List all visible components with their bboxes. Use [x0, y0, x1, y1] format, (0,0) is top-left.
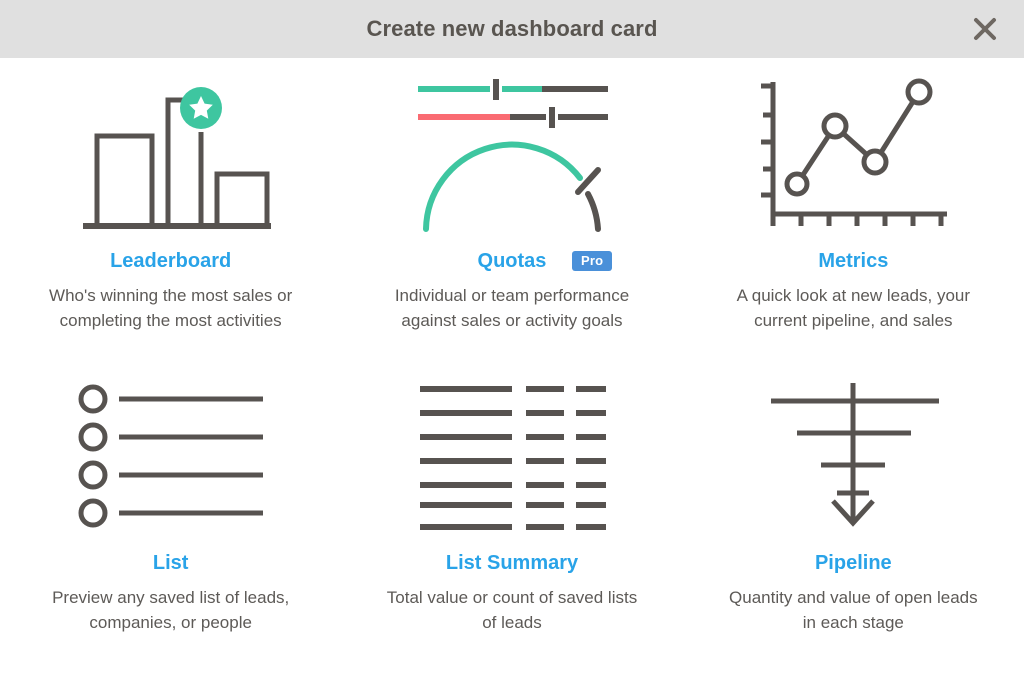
- list-icon-wrap: [71, 374, 271, 542]
- desc-line-2: in each stage: [802, 612, 904, 632]
- card-title-pipeline: Pipeline: [814, 551, 892, 574]
- desc-line-2: companies, or people: [89, 612, 252, 632]
- leaderboard-icon-wrap: [71, 72, 271, 240]
- desc-line-1: Quantity and value of open leads: [729, 588, 978, 607]
- modal-header: Create new dashboard card: [0, 0, 1024, 58]
- bar-chart-star-icon: [82, 86, 271, 229]
- line-chart-icon: [761, 78, 948, 226]
- funnel-arrow-head: [831, 499, 876, 527]
- quotas-icon-wrap: [412, 72, 612, 240]
- card-type-grid: Leaderboard Who's winning the most sales…: [0, 58, 1024, 676]
- card-option-metrics[interactable]: Metrics A quick look at new leads, your …: [683, 72, 1024, 374]
- gauge-needle: [574, 166, 601, 195]
- desc-line-1: Total value or count of saved lists: [386, 588, 638, 607]
- desc-line-1: Who's winning the most sales or: [49, 286, 293, 305]
- metrics-point-4: [905, 78, 933, 105]
- desc-line-1: Individual or team performance: [394, 286, 630, 305]
- table-grid-icon: [419, 386, 606, 530]
- metrics-point-2: [821, 112, 849, 139]
- funnel-arrow-icon: [771, 383, 940, 527]
- bulleted-list-icon: [78, 384, 263, 528]
- desc-line-2: current pipeline, and sales: [754, 310, 953, 330]
- list-summary-icon-wrap: [416, 374, 608, 542]
- pipeline-icon-wrap: [753, 374, 953, 542]
- desc-line-2: of leads: [482, 612, 542, 632]
- card-description-list: Preview any saved list of leads, compani…: [52, 586, 289, 635]
- card-title-list-summary: List Summary: [445, 551, 579, 574]
- star-icon: [188, 95, 213, 119]
- desc-line-2: completing the most activities: [59, 310, 282, 330]
- metrics-series-line: [795, 90, 922, 185]
- pro-badge: Pro: [571, 251, 613, 271]
- gauge-progress-icon: [417, 78, 608, 232]
- quotas-title-row: Quotas Pro: [359, 246, 664, 276]
- card-description-leaderboard: Who's winning the most sales or completi…: [49, 284, 292, 333]
- metrics-icon-wrap: [753, 72, 953, 240]
- close-button[interactable]: [968, 12, 1002, 46]
- card-description-list-summary: Total value or count of saved lists of l…: [387, 586, 637, 635]
- list-bullet-2: [78, 422, 108, 452]
- card-title-list: List: [152, 551, 189, 574]
- metrics-title-row: Metrics: [701, 246, 1006, 276]
- list-summary-title-row: List Summary: [359, 548, 664, 578]
- leaderboard-title-row: Leaderboard: [18, 246, 323, 276]
- card-option-pipeline[interactable]: Pipeline Quantity and value of open lead…: [683, 374, 1024, 676]
- desc-line-1: A quick look at new leads, your: [736, 286, 971, 305]
- card-description-pipeline: Quantity and value of open leads in each…: [729, 586, 978, 635]
- desc-line-2: against sales or activity goals: [401, 310, 623, 330]
- metrics-point-1: [784, 171, 810, 196]
- card-option-leaderboard[interactable]: Leaderboard Who's winning the most sales…: [0, 72, 341, 374]
- card-title-quotas: Quotas: [477, 249, 547, 272]
- pipeline-title-row: Pipeline: [701, 548, 1006, 578]
- list-title-row: List: [18, 548, 323, 578]
- close-icon: [974, 18, 996, 40]
- desc-line-1: Preview any saved list of leads,: [52, 588, 290, 607]
- list-bullet-1: [78, 384, 108, 414]
- gauge-arc-remaining: [584, 190, 601, 232]
- gauge-arc-filled: [422, 141, 583, 232]
- metrics-point-3: [861, 148, 889, 175]
- list-bullet-3: [78, 460, 108, 490]
- card-title-metrics: Metrics: [818, 249, 889, 272]
- card-option-list-summary[interactable]: List Summary Total value or count of sav…: [341, 374, 682, 676]
- page-title: Create new dashboard card: [366, 16, 658, 41]
- list-bullet-4: [78, 498, 108, 528]
- card-option-quotas[interactable]: Quotas Pro Individual or team performanc…: [341, 72, 682, 374]
- card-description-quotas: Individual or team performance against s…: [395, 284, 629, 333]
- card-description-metrics: A quick look at new leads, your current …: [737, 284, 970, 333]
- card-option-list[interactable]: List Preview any saved list of leads, co…: [0, 374, 341, 676]
- card-title-leaderboard: Leaderboard: [110, 249, 232, 272]
